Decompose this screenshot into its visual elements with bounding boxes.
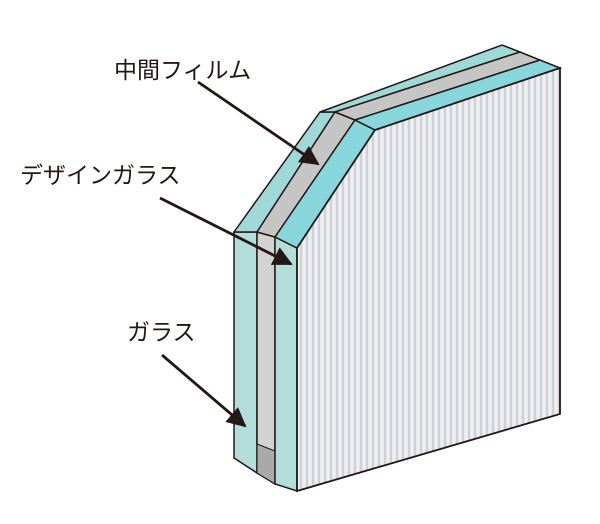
design-glass-side-edge (274, 235, 298, 493)
label-glass: ガラス (127, 320, 196, 346)
label-interlayer-film: 中間フィルム (114, 58, 252, 84)
arrow-interlayer-film (197, 80, 320, 166)
interlayer-film-bottom-strip (256, 443, 276, 485)
label-design-glass: デザインガラス (20, 163, 181, 189)
arrow-design-glass (159, 196, 293, 266)
design-glass-front-face (296, 66, 561, 493)
back-glass-side-edge (233, 231, 258, 475)
arrow-glass (161, 353, 247, 428)
